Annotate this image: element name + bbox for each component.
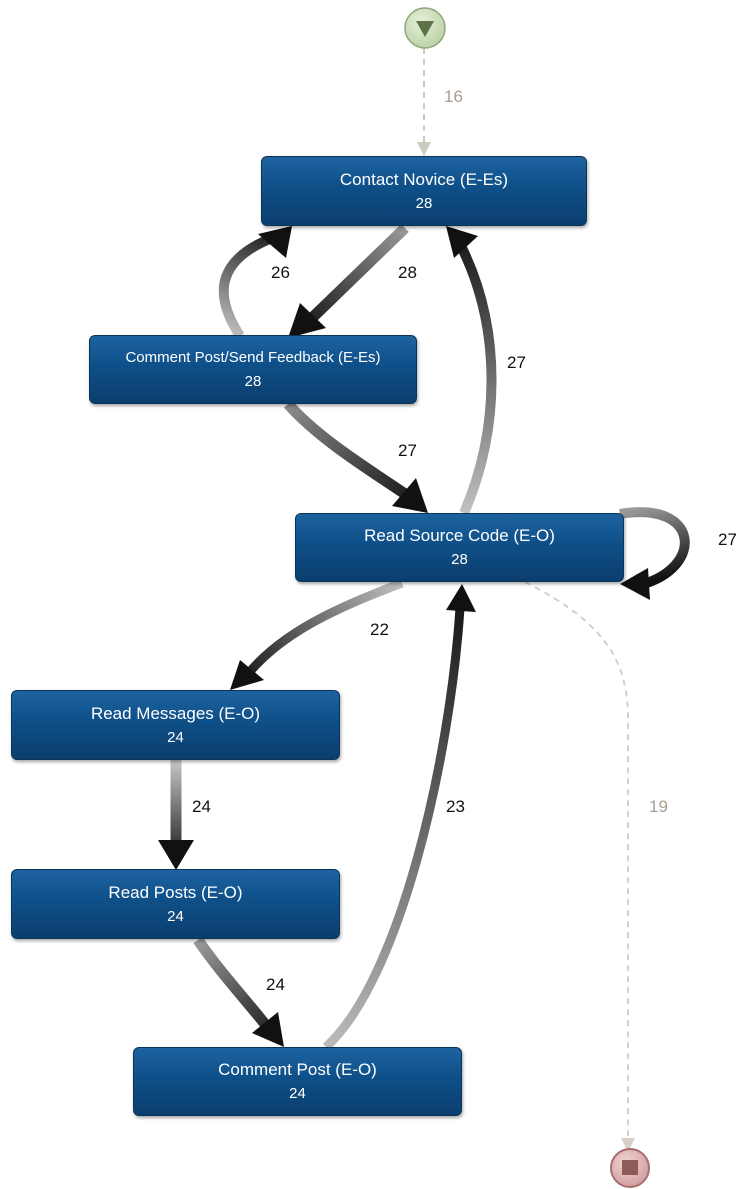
- edge-read-source-self-loop: [619, 507, 690, 600]
- end-event[interactable]: [610, 1148, 650, 1188]
- edge-label-contact-comment-send: 28: [398, 263, 417, 282]
- edge-read-messages-to-read-posts: [158, 760, 194, 870]
- start-event[interactable]: [404, 7, 446, 49]
- node-comment-post-send-feedback[interactable]: Comment Post/Send Feedback (E-Es) 28: [89, 335, 417, 404]
- node-comment-post[interactable]: Comment Post (E-O) 24: [133, 1047, 462, 1116]
- edge-label-read-source-self: 27: [718, 530, 737, 549]
- node-read-messages[interactable]: Read Messages (E-O) 24: [11, 690, 340, 760]
- node-label: Contact Novice (E-Es): [339, 169, 509, 189]
- edge-comment-send-to-read-source: [283, 400, 428, 513]
- node-count: 28: [415, 194, 433, 212]
- node-contact-novice[interactable]: Contact Novice (E-Es) 28: [261, 156, 587, 226]
- node-count: 24: [289, 1085, 306, 1102]
- node-read-posts[interactable]: Read Posts (E-O) 24: [11, 869, 340, 939]
- edge-label-comment-send-contact: 26: [271, 263, 290, 282]
- edge-label-messages-posts: 24: [192, 797, 211, 816]
- start-triangle-icon: [416, 21, 434, 37]
- node-label: Comment Post/Send Feedback (E-Es): [125, 349, 381, 366]
- node-count: 24: [167, 907, 184, 925]
- node-label: Comment Post (E-O): [218, 1060, 377, 1079]
- edge-comment-send-to-contact-novice: [218, 226, 292, 339]
- node-read-source-code[interactable]: Read Source Code (E-O) 28: [295, 513, 624, 582]
- node-label: Read Messages (E-O): [90, 703, 261, 723]
- edge-start-to-contact-novice: [417, 48, 431, 156]
- edge-comment-post-to-read-source: [322, 584, 476, 1051]
- node-count: 24: [167, 728, 184, 746]
- node-label: Read Posts (E-O): [108, 882, 243, 902]
- node-count: 28: [451, 551, 468, 568]
- node-label: Read Source Code (E-O): [364, 526, 555, 545]
- edge-label-comment-send-read-source: 27: [398, 441, 417, 460]
- edge-label-read-source-contact: 27: [507, 353, 526, 372]
- edge-label-comment-post-read-source: 23: [446, 797, 465, 816]
- edge-label-read-source-messages: 22: [370, 620, 389, 639]
- edge-read-source-to-end: [524, 581, 635, 1152]
- edge-read-source-to-contact-novice: [446, 226, 497, 515]
- edge-read-posts-to-comment-post: [193, 936, 284, 1047]
- edge-label-read-source-end: 19: [649, 797, 668, 816]
- edge-read-source-to-read-messages: [230, 578, 404, 690]
- end-square-icon: [622, 1160, 638, 1175]
- edge-label-start-contact: 16: [444, 87, 463, 106]
- edge-label-posts-comment-post: 24: [266, 975, 285, 994]
- node-count: 28: [244, 373, 262, 390]
- edge-contact-novice-to-comment-send: [288, 224, 409, 338]
